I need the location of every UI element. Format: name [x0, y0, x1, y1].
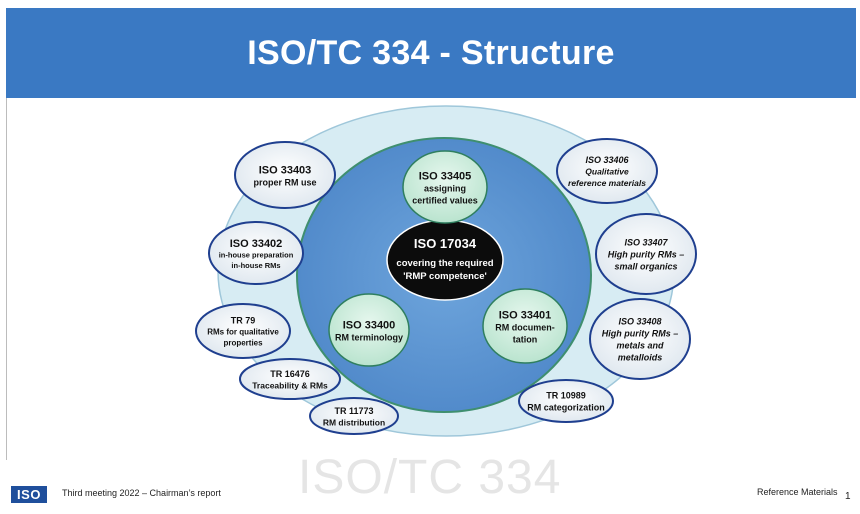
- title-banner: ISO/TC 334 - Structure: [6, 8, 856, 98]
- node-tr16476-line-1: TR 16476: [270, 369, 310, 379]
- node-33405-line-3: certified values: [412, 196, 478, 206]
- footer-reference-materials: Reference Materials: [757, 487, 838, 497]
- node-33403-line-2: proper RM use: [253, 178, 316, 188]
- node-33408-line-3: metals and: [616, 341, 664, 351]
- node-tr10989-shape: [518, 379, 614, 423]
- footer-bar: [0, 477, 860, 514]
- node-tr11773-line-2: RM distribution: [323, 417, 385, 427]
- node-tr79-line-1: TR 79: [231, 316, 256, 326]
- node-33401-line-3: tation: [513, 335, 538, 345]
- node-33405-line-1: ISO 33405: [419, 171, 472, 183]
- page-number: 1: [845, 491, 851, 502]
- node-tr10989: TR 10989 RM categorization: [518, 379, 614, 423]
- node-33403-line-1: ISO 33403: [259, 165, 312, 177]
- node-tr16476-line-2: Traceability & RMs: [252, 380, 328, 390]
- node-33402-line-3: in-house RMs: [231, 261, 280, 270]
- node-33400-shape: [328, 293, 410, 367]
- node-tr16476-shape: [239, 358, 341, 400]
- node-33408-shape: [589, 298, 691, 380]
- center-line-1: ISO 17034: [414, 236, 477, 251]
- node-33400-line-2: RM terminology: [335, 333, 403, 343]
- node-33408-line-1: ISO 33408: [618, 317, 661, 327]
- node-tr79-shape: [195, 303, 291, 359]
- node-tr79-line-3: properties: [223, 339, 263, 348]
- node-33407-line-2: High purity RMs –: [608, 250, 685, 260]
- node-33403-shape: [234, 141, 336, 209]
- node-tr10989-line-2: RM categorization: [527, 403, 605, 413]
- node-33407-line-3: small organics: [614, 262, 677, 272]
- node-tr79-line-2: RMs for qualitative: [207, 328, 279, 337]
- node-tr11773-line-1: TR 11773: [334, 406, 373, 416]
- node-33401-line-2: RM documen-: [495, 323, 555, 333]
- node-tr79: TR 79 RMs for qualitative properties: [195, 303, 291, 359]
- node-33401-shape: [482, 288, 568, 364]
- footer-watermark: ISO/TC 334: [298, 451, 562, 504]
- node-33406-shape: [556, 138, 658, 204]
- node-33405-line-2: assigning: [424, 184, 466, 194]
- node-tr10989-line-1: TR 10989: [546, 391, 586, 401]
- node-33400-line-1: ISO 33400: [343, 320, 396, 332]
- node-33408-line-2: High purity RMs –: [602, 329, 679, 339]
- node-33402-line-2: in-house preparation: [219, 251, 294, 260]
- iso-logo: ISO: [11, 486, 47, 503]
- node-33408-line-4: metalloids: [618, 353, 663, 363]
- footer-meeting-text: Third meeting 2022 – Chairman’s report: [62, 488, 221, 498]
- node-33406-line-1: ISO 33406: [585, 155, 629, 165]
- node-33406-line-2: Qualitative: [585, 167, 629, 177]
- node-tr11773-shape: [309, 397, 399, 435]
- left-border-line: [6, 98, 7, 478]
- center-line-2: covering the required: [396, 258, 493, 269]
- node-33405-shape: [402, 150, 488, 224]
- center-line-3: 'RMP competence': [403, 271, 487, 282]
- node-33407-shape: [595, 213, 697, 295]
- node-33406-line-3: reference materials: [568, 178, 646, 188]
- node-33402-shape: [208, 221, 304, 285]
- node-33407-line-1: ISO 33407: [624, 238, 668, 248]
- slide-title: ISO/TC 334 - Structure: [247, 33, 615, 72]
- node-33401-line-1: ISO 33401: [499, 310, 552, 322]
- node-33402-line-1: ISO 33402: [230, 238, 283, 250]
